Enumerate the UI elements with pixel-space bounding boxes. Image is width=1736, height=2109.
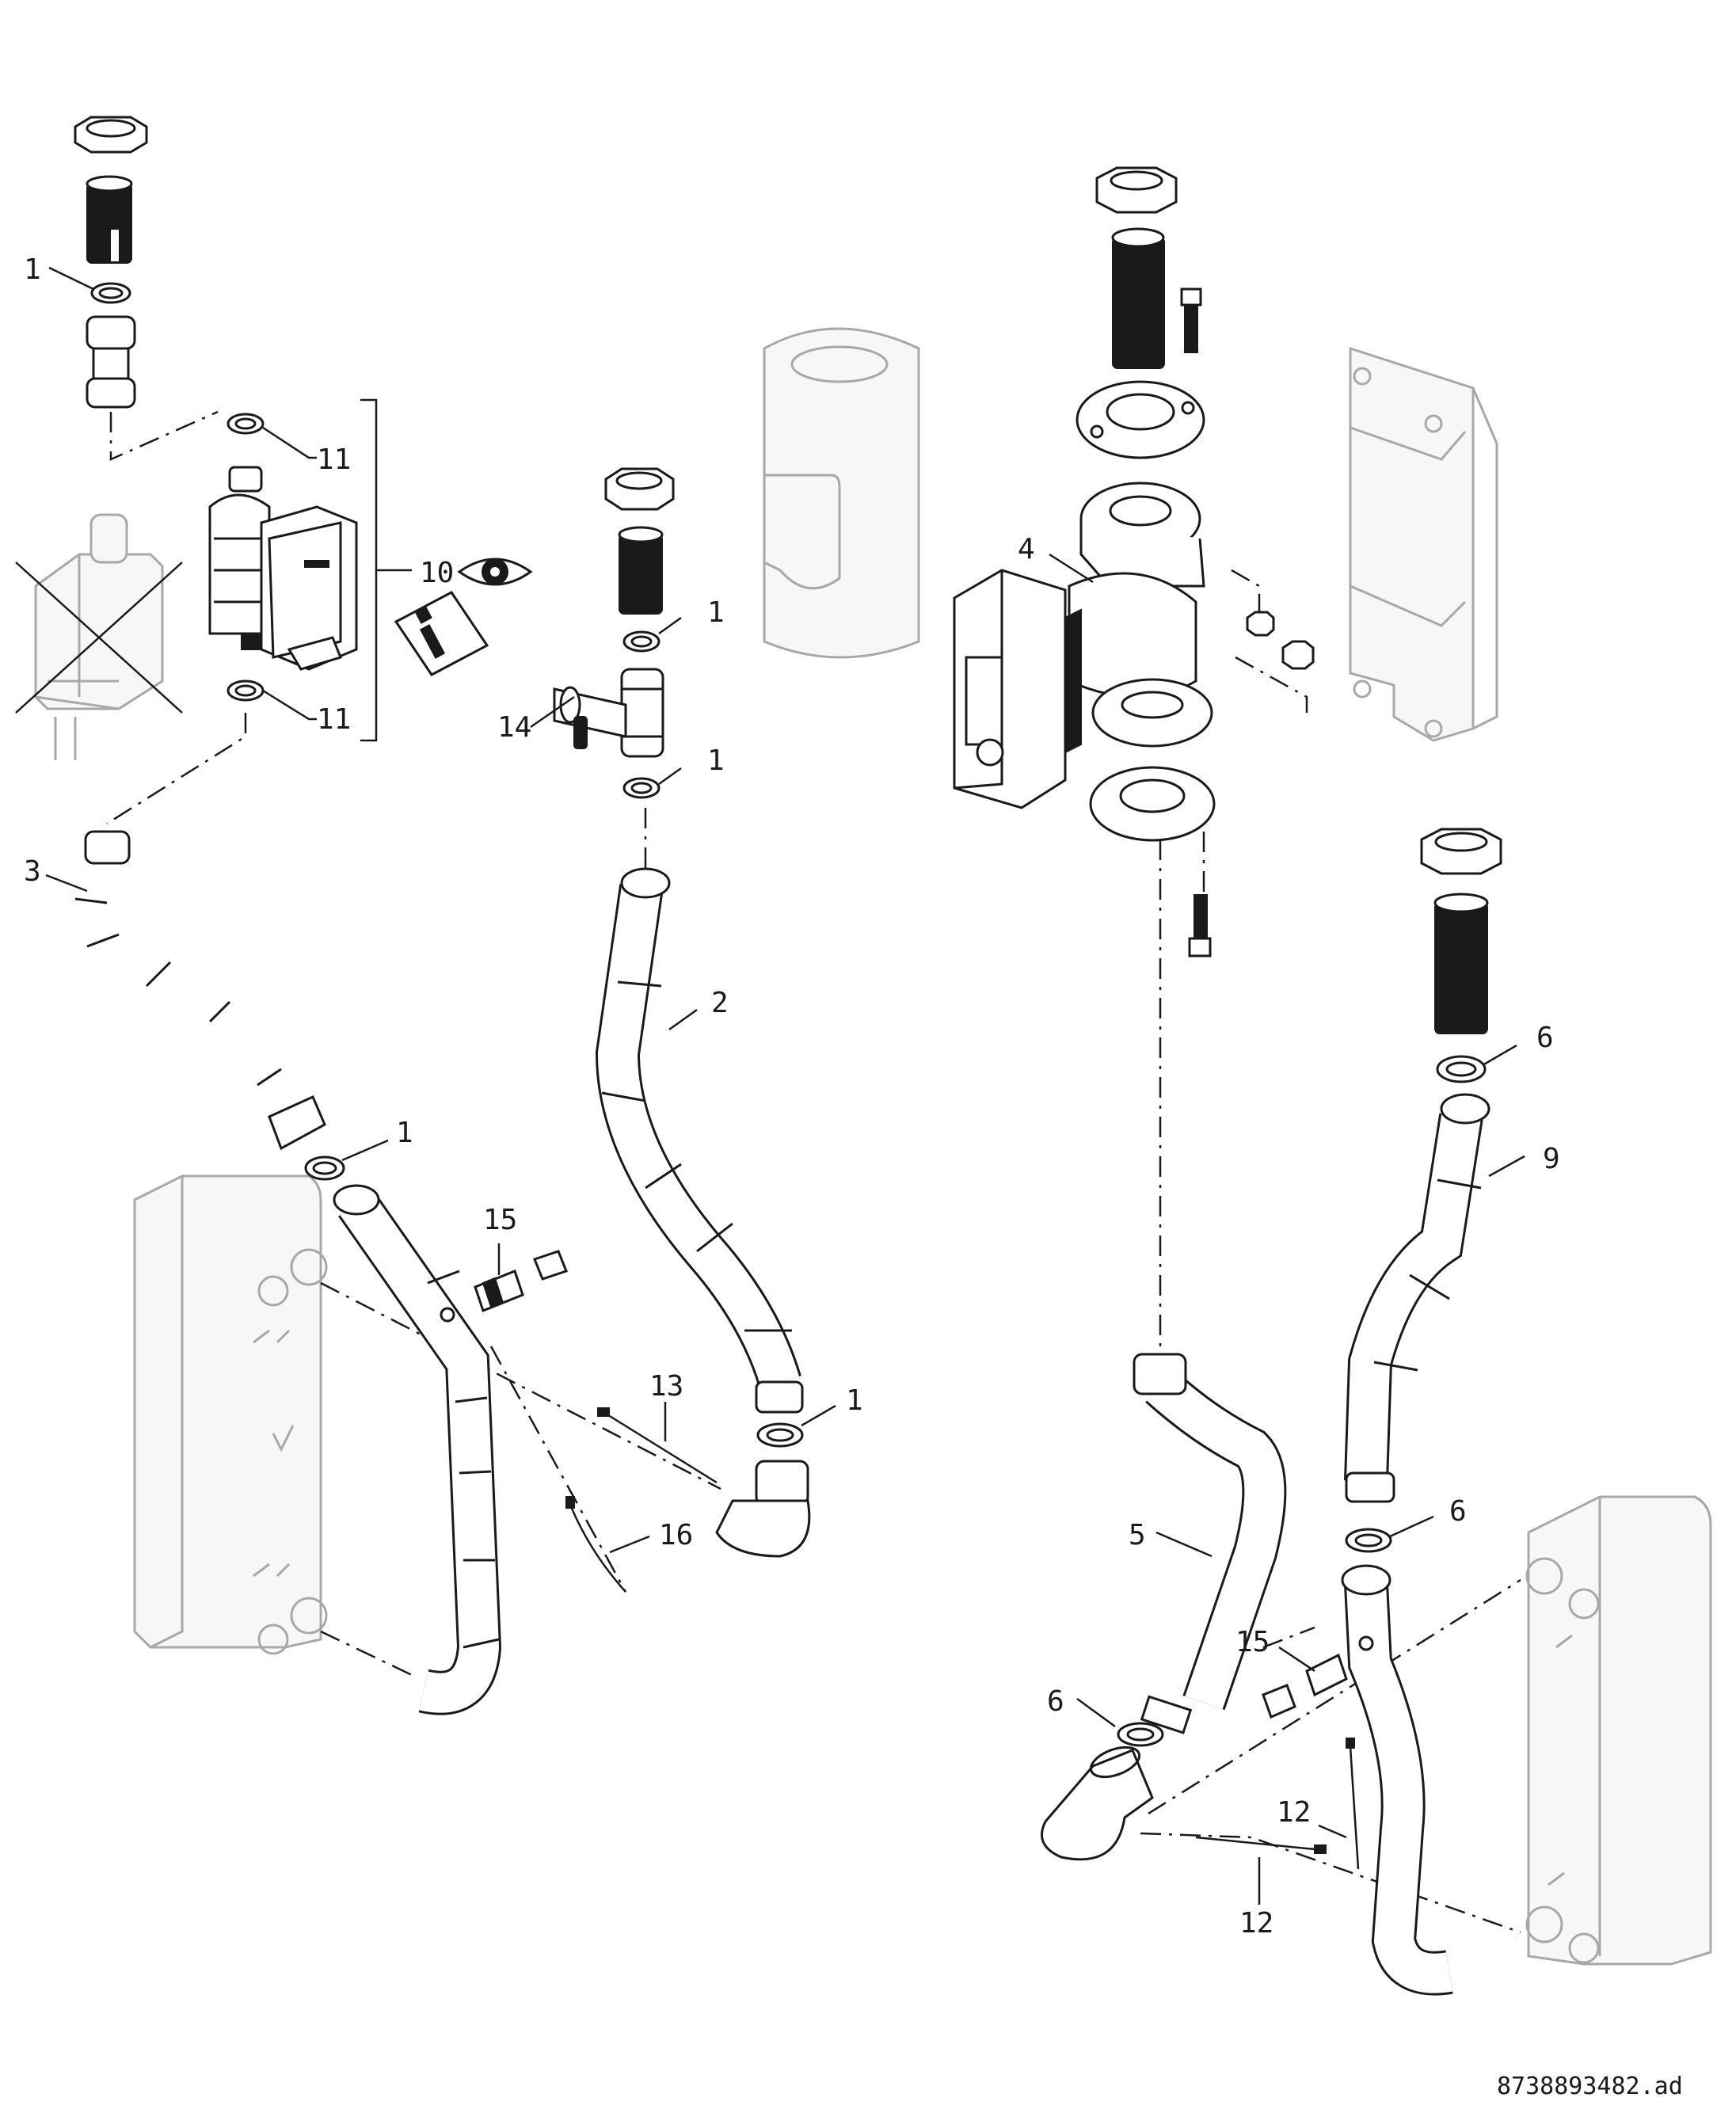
insulation-shell-ghost (763, 327, 920, 659)
pipe-bend-5 (1133, 1353, 1287, 1734)
eye-icon (457, 558, 533, 586)
gasket-ring (227, 413, 265, 435)
counter-flange-top (1075, 380, 1205, 459)
pipe-bend-left-vertical (333, 1184, 502, 1715)
gasket-ring (304, 1155, 345, 1181)
plate-heat-exchanger-left-ghost (133, 1174, 328, 1655)
callout-leaders (45, 266, 1525, 1905)
callout-16: 16 (659, 1519, 693, 1551)
elbow-fitting-middle (715, 1460, 811, 1558)
pipe-bend-3 (70, 830, 326, 1151)
callout-5: 5 (1129, 1519, 1146, 1551)
callout-1-left-pipe: 1 (396, 1117, 413, 1149)
callout-15-left: 15 (483, 1204, 517, 1236)
callout-10: 10 (420, 557, 454, 589)
union-nut-top-left (74, 116, 148, 154)
gasket-ring (90, 282, 131, 304)
hex-nut (1281, 640, 1315, 670)
temperature-sensor-16 (565, 1496, 626, 1593)
callout-1-middle-upper: 1 (707, 596, 725, 629)
assembly-centerlines (106, 410, 1521, 1934)
temperature-sensor-13 (597, 1407, 718, 1484)
elbow-fitting-right (1041, 1745, 1154, 1861)
union-nut-middle (604, 467, 675, 511)
plate-heat-exchanger-right-ghost (1525, 1495, 1712, 1966)
callout-9: 9 (1543, 1143, 1560, 1175)
sensor-well-fitting (474, 1250, 568, 1312)
hex-nut (1246, 611, 1275, 637)
callout-3: 3 (24, 855, 41, 888)
group-bracket (360, 398, 378, 742)
large-circulator-pump (953, 482, 1213, 809)
callout-11-lower: 11 (317, 703, 351, 736)
gasket-ring (622, 777, 661, 799)
callout-15-right: 15 (1235, 1626, 1270, 1658)
temperature-sensor-12-b (1195, 1836, 1327, 1854)
callout-4: 4 (1018, 533, 1035, 565)
gasket-ring (1345, 1528, 1392, 1553)
callout-13: 13 (649, 1370, 683, 1403)
sensor-well-fitting (1262, 1653, 1348, 1719)
insulating-sleeve-top-left (86, 175, 133, 264)
callout-1-top-left: 1 (24, 253, 41, 286)
temperature-sensor-12-a (1346, 1738, 1360, 1870)
pipe-bend-2 (595, 867, 804, 1414)
pipe-bend-9 (1344, 1093, 1490, 1503)
gasket-ring (1436, 1055, 1487, 1083)
gasket-ring (1117, 1722, 1164, 1747)
callout-11-upper: 11 (317, 443, 351, 476)
insulating-sleeve-flange-top (1111, 227, 1165, 369)
gasket-ring (622, 630, 661, 653)
circulator-pump-small (208, 466, 358, 671)
callout-1-middle-lower: 1 (707, 744, 725, 777)
wall-bracket-ghost (1349, 346, 1498, 742)
callout-6-upper: 6 (1536, 1022, 1554, 1054)
pipe-bend-right-lower (1341, 1564, 1453, 1996)
insulating-sleeve-middle (618, 526, 664, 615)
callout-1-elbow: 1 (846, 1384, 863, 1417)
crossed-old-pump-ghost (15, 513, 183, 760)
pipe-nipple-fitting (86, 315, 136, 409)
not-applicable-cross-icon (15, 562, 183, 714)
insulating-sleeve-right (1433, 893, 1489, 1034)
counter-flange-bottom (1089, 766, 1216, 842)
callout-12-lower: 12 (1239, 1907, 1273, 1940)
callout-12-upper: 12 (1277, 1796, 1311, 1829)
union-nut-flange-top (1095, 166, 1178, 214)
flange-bolt-top (1180, 287, 1202, 353)
callout-6-lower: 6 (1047, 1685, 1064, 1718)
drain-tee-fitting (553, 668, 664, 758)
callout-6-middle: 6 (1449, 1495, 1467, 1528)
flange-bolt-bottom (1188, 894, 1212, 957)
drawing-reference-code: 8738893482.ad (1497, 2073, 1683, 2100)
callout-14: 14 (497, 711, 531, 744)
info-manual-icon (394, 591, 489, 676)
gasket-ring (756, 1422, 804, 1448)
union-nut-right (1420, 828, 1502, 875)
callout-2: 2 (711, 987, 729, 1019)
gasket-ring (227, 680, 265, 702)
